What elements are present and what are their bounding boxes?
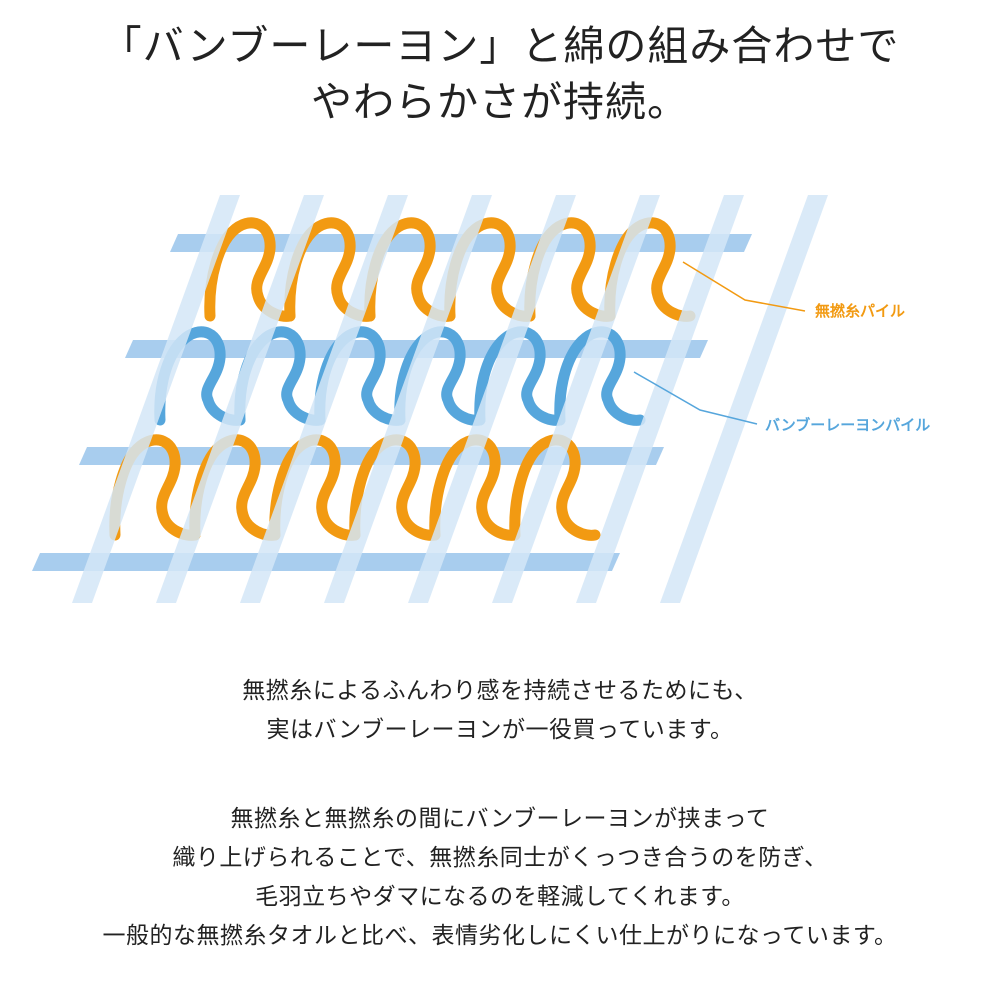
diagonal-thread: [408, 195, 576, 603]
label-bamboo-rayon-pile: バンブーレーヨンパイル: [765, 416, 930, 434]
headline-line-2: やわらかさが持続。: [311, 78, 689, 126]
paragraph-2-line: 無撚糸と無撚糸の間にバンブーレーヨンが挟まって: [230, 806, 770, 832]
paragraph-2-line: 一般的な無撚糸タオルと比べ、表情劣化しにくい仕上がりになっています。: [102, 923, 898, 949]
pile-loop: [509, 434, 601, 541]
headline-line-1: 「バンブーレーヨン」と綿の組み合わせで: [100, 22, 900, 70]
paragraph-2: 無撚糸と無撚糸の間にバンブーレーヨンが挟まって 織り上げられることで、無撚糸同士…: [0, 800, 1000, 956]
pile-loop: [554, 326, 646, 426]
horizontal-thread: [32, 553, 620, 571]
paragraph-2-line: 毛羽立ちやダマになるのを軽減してくれます。: [255, 884, 745, 910]
diagonal-threads: [72, 195, 828, 603]
pile-loop: [394, 326, 486, 426]
diagonal-thread: [156, 195, 324, 603]
leader-line-orange: [682, 261, 806, 312]
diagonal-thread: [492, 195, 660, 603]
description: 無撚糸によるふんわり感を持続させるためにも、 実はバンブーレーヨンが一役買ってい…: [0, 672, 1000, 956]
pile-structure-diagram: 無撚糸パイル バンブーレーヨンパイル: [32, 195, 930, 603]
label-blue-group: バンブーレーヨンパイル: [633, 371, 930, 434]
headline: 「バンブーレーヨン」と綿の組み合わせで やわらかさが持続。: [0, 18, 1000, 130]
horizontal-threads: [32, 234, 752, 571]
pile-loop: [349, 434, 441, 541]
diagonal-thread: [660, 195, 828, 603]
label-mu-nenshi-pile: 無撚糸パイル: [815, 302, 905, 320]
paragraph-1-line: 実はバンブーレーヨンが一役買っています。: [266, 717, 734, 743]
diagonal-thread: [576, 195, 744, 603]
pile-loop: [474, 326, 566, 426]
pile-loop: [429, 434, 521, 541]
diagonal-thread: [240, 195, 408, 603]
diagonal-thread: [72, 195, 240, 603]
paragraph-1-line: 無撚糸によるふんわり感を持続させるためにも、: [242, 678, 758, 704]
paragraph-2-line: 織り上げられることで、無撚糸同士がくっつき合うのを防ぎ、: [172, 845, 828, 871]
pile-loop: [269, 434, 361, 541]
paragraph-1: 無撚糸によるふんわり感を持続させるためにも、 実はバンブーレーヨンが一役買ってい…: [0, 672, 1000, 750]
leader-line-blue: [633, 371, 758, 425]
label-orange-group: 無撚糸パイル: [682, 261, 905, 320]
pile-loop: [204, 217, 296, 322]
diagonal-thread: [324, 195, 492, 603]
